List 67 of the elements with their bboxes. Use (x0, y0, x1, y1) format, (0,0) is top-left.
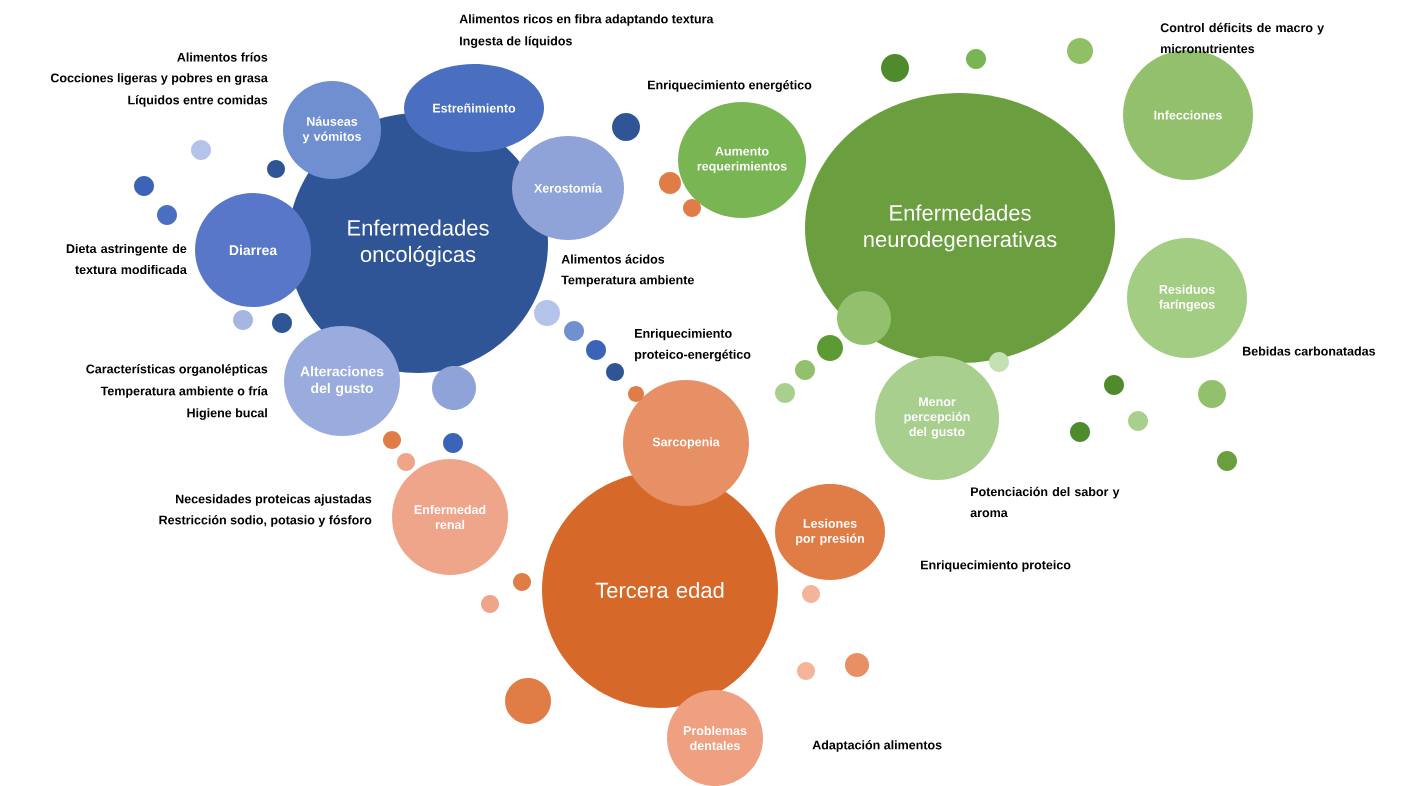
topic-bubble: Xerostomía (512, 136, 624, 240)
dot (881, 54, 909, 82)
note-text: Ingesta de líquidos (460, 36, 572, 48)
dot (564, 321, 584, 341)
dot (157, 205, 177, 225)
dot (797, 662, 815, 680)
dot (191, 140, 211, 160)
dot (586, 340, 606, 360)
dot (383, 431, 401, 449)
note-text: Enriquecimiento proteico (921, 560, 1071, 572)
dot (505, 678, 551, 724)
dot (233, 310, 253, 330)
topic-bubble: Alteraciones del gusto (284, 326, 400, 436)
dot (989, 352, 1009, 372)
note-text: Características organolépticas (86, 364, 268, 376)
dot (775, 383, 795, 403)
dot (845, 653, 869, 677)
dot (659, 172, 681, 194)
dot (1070, 422, 1090, 442)
topic-bubble: Estreñimiento (404, 64, 544, 152)
note-text: Temperatura ambiente (561, 275, 694, 287)
dot (443, 433, 463, 453)
topic-bubble: Sarcopenia (623, 380, 749, 506)
topic-bubble: Tercera edad (542, 472, 778, 708)
topic-bubble: Enfermedades neurodegenerativas (805, 93, 1115, 363)
topic-bubble: Diarrea (195, 193, 311, 307)
topic-bubble: Náuseas y vómitos (283, 81, 381, 179)
dot (1104, 375, 1124, 395)
dot (1198, 380, 1226, 408)
dot (432, 366, 476, 410)
topic-bubble: Problemas dentales (667, 690, 763, 786)
dot (628, 386, 644, 402)
note-text: Dieta astringente de textura modificada (66, 243, 187, 275)
dot (1128, 411, 1148, 431)
topic-bubble: Lesiones por presión (775, 484, 885, 580)
dot (272, 313, 292, 333)
note-text: Restricción sodio, potasio y fósforo (159, 515, 372, 527)
dot (795, 360, 815, 380)
note-text: Adaptación alimentos (812, 740, 942, 752)
dot (267, 160, 285, 178)
dot (683, 199, 701, 217)
topic-bubble: Menor percepción del gusto (875, 356, 999, 480)
dot (397, 453, 415, 471)
note-text: Higiene bucal (187, 408, 267, 420)
dot (817, 335, 843, 361)
note-text: Potenciación del sabor y aroma (970, 486, 1120, 518)
dot (513, 573, 531, 591)
dot (534, 300, 560, 326)
dot (606, 363, 624, 381)
note-text: Líquidos entre comidas (128, 95, 268, 107)
dot (1067, 38, 1093, 64)
dot (481, 595, 499, 613)
note-text: Temperatura ambiente o fría (100, 386, 268, 398)
dot (966, 49, 986, 69)
note-text: Cocciones ligeras y pobres en grasa (50, 73, 268, 85)
dot (802, 585, 820, 603)
dot (1217, 451, 1237, 471)
note-text: Alimentos ácidos (561, 254, 665, 264)
note-text: Necesidades proteicas ajustadas (176, 494, 372, 506)
note-text: Enriquecimiento energético (648, 80, 812, 92)
note-text: Enriquecimiento proteico-energético (635, 328, 751, 362)
dot (134, 176, 154, 196)
topic-bubble: Aumento requerimientos (678, 102, 806, 218)
note-text: Alimentos fríos (177, 52, 268, 62)
note-text: Alimentos ricos en fibra adaptando textura (459, 14, 714, 26)
topic-bubble: Enfermedad renal (392, 459, 508, 575)
dot (612, 113, 640, 141)
